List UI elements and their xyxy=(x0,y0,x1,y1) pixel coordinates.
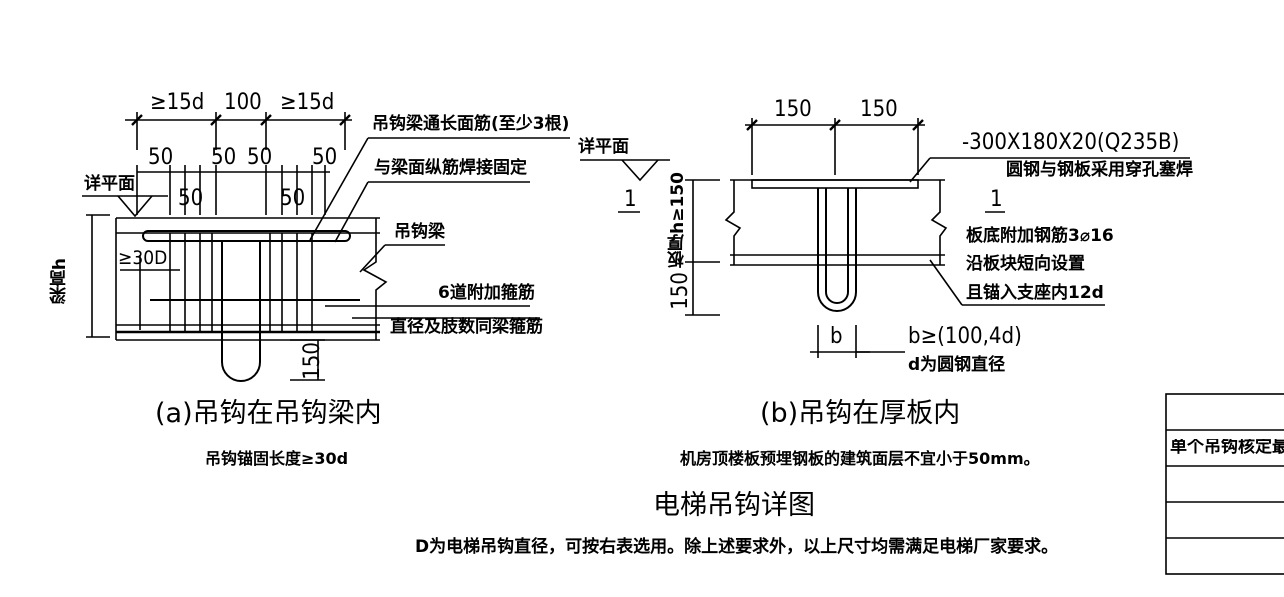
note-weld: 与梁面纵筋焊接固定 xyxy=(374,158,527,178)
dim-a-anchor: ≥30D xyxy=(118,247,168,269)
dim-b-hook: 150 xyxy=(668,272,693,310)
dim-b-left: 150 xyxy=(774,97,812,122)
footer-note: D为电梯吊钩直径，可按右表选用。除上述要求外，以上尺寸均需满足电梯厂家要求。 xyxy=(415,537,1059,557)
note-rebar: 板底附加钢筋3⌀16 xyxy=(966,226,1114,246)
note-b-rule: b≥(100,4d) xyxy=(908,324,1022,349)
note-stirrups: 6道附加箍筋 xyxy=(438,283,535,303)
dim-b-thick: 板厚h≥150 xyxy=(668,172,688,268)
note-stirrups2: 直径及肢数同梁箍筋 xyxy=(390,317,543,337)
subcaption-a: 吊钩锚固长度≥30d xyxy=(205,449,349,468)
dim-b-b: b xyxy=(830,324,843,349)
section-mark-b-left: 1 xyxy=(624,187,637,212)
dim-a-top-right: ≥15d xyxy=(280,90,335,115)
note-top-bar: 吊钩梁通长面筋(至少3根) xyxy=(372,114,570,134)
dim-a-top-left: ≥15d xyxy=(150,90,205,115)
dim-a-top-mid: 100 xyxy=(224,90,262,115)
note-plate2: 圆钢与钢板采用穿孔塞焊 xyxy=(1006,160,1193,180)
figure-title: 电梯吊钩详图 xyxy=(653,490,815,521)
note-rebar2: 沿板块短向设置 xyxy=(966,254,1085,274)
note-plate: -300X180X20(Q235B) xyxy=(962,130,1180,155)
dim-a-hook: 150 xyxy=(300,342,325,380)
dim-a-50-4: 50 xyxy=(312,145,338,170)
subcaption-b: 机房顶楼板预埋钢板的建筑面层不宜小于50mm。 xyxy=(680,449,1040,468)
dim-b-right: 150 xyxy=(860,97,898,122)
dim-a-50-3: 50 xyxy=(247,145,273,170)
note-rebar3: 且锚入支座内12d xyxy=(966,283,1104,303)
plan-ref-a: 详平面 xyxy=(84,174,135,194)
dim-a-50-1: 50 xyxy=(148,145,174,170)
dim-a-50-6: 50 xyxy=(280,186,306,211)
note-beam: 吊钩梁 xyxy=(394,222,445,242)
dim-a-50-5: 50 xyxy=(178,186,204,211)
caption-a: (a)吊钩在吊钩梁内 xyxy=(155,398,382,429)
dim-a-50-2: 50 xyxy=(211,145,237,170)
section-mark-b-right: 1 xyxy=(990,187,1003,212)
dim-a-depth: 梁高h xyxy=(50,258,70,305)
note-d-def: d为圆钢直径 xyxy=(908,355,1006,375)
caption-b: (b)吊钩在厚板内 xyxy=(760,398,961,429)
plan-ref-b: 详平面 xyxy=(578,137,629,157)
table-header: 单个吊钩核定最 xyxy=(1170,439,1284,456)
